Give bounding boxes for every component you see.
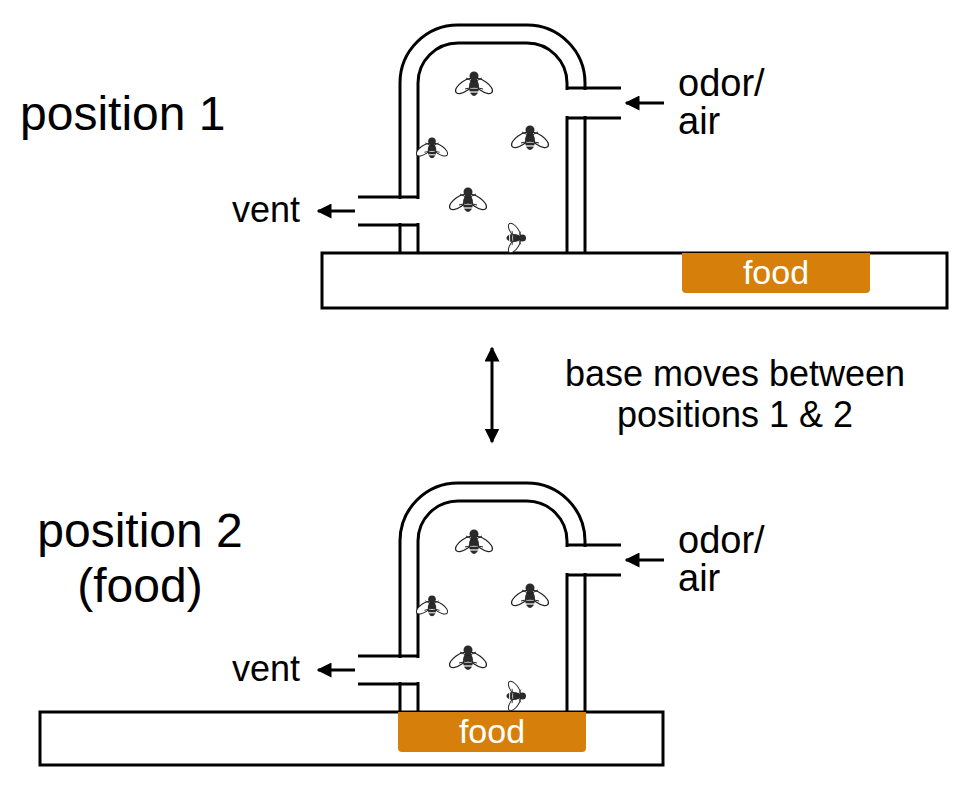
fly-icon [414,137,449,158]
label-text: odor/ air [678,64,778,140]
fly-icon [506,679,526,712]
label-text: position 2 (food) [15,503,265,613]
station [318,25,947,308]
inlet-tube [567,574,621,577]
label-text: vent [232,649,312,689]
fly-icon [414,595,449,616]
sliding-base [322,253,947,308]
sliding-base [40,712,663,765]
food-patch: food [682,253,870,293]
chamber-outer-wall [400,483,585,712]
fly-icon [506,221,526,254]
vent-arrow [318,210,355,213]
fly-icon [453,72,495,97]
fly-icon [509,126,551,151]
chamber-outer-wall [400,25,585,253]
airflow-arrow [626,559,664,562]
vent-arrow [318,669,355,672]
fly-icon [509,584,551,609]
node-text: food [459,713,525,750]
chamber-inner-wall [418,43,567,253]
label-text: odor/ air [678,521,778,597]
vent-tube [358,655,418,658]
label-text: vent [232,190,312,230]
airflow-arrow [626,102,664,105]
fly-icon [447,646,489,671]
label-text: position 1 [20,86,280,141]
fly-icon [447,188,489,213]
vent-tube [358,224,418,227]
inlet-tube [567,544,621,547]
vent-tube [358,196,418,199]
chamber-inner-wall [418,501,567,712]
food-patch: food [398,712,586,752]
label-text: base moves between positions 1 & 2 [530,353,940,436]
inlet-tube [567,87,621,90]
movement-arrow [491,348,494,442]
inlet-tube [567,117,621,120]
vent-tube [358,683,418,686]
fly-icon [453,530,495,555]
node-text: food [743,254,809,291]
